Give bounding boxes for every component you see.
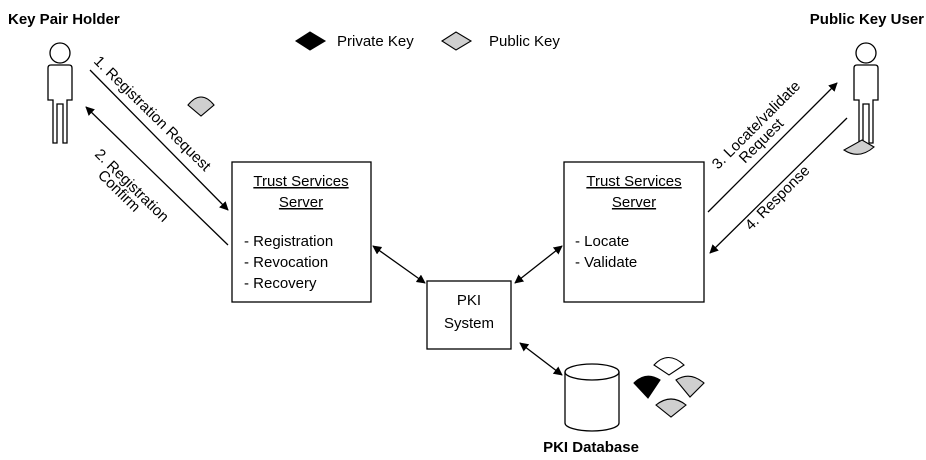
locate-validate-request-arrow	[707, 82, 838, 213]
right-server-title-line1: Trust Services	[586, 173, 681, 190]
left-server-function: - Registration	[244, 233, 333, 250]
public-key-icon	[187, 96, 215, 117]
public-key-legend-icon	[440, 31, 473, 51]
public-key-icon	[675, 375, 705, 398]
right-server-title-line2: Server	[612, 194, 656, 211]
left-server-title-line2: Server	[279, 194, 323, 211]
public-key-icon	[842, 139, 875, 155]
public-key-user-person-icon	[853, 42, 879, 144]
left-server-function: - Revocation	[244, 254, 328, 271]
public-key-icon	[655, 398, 687, 418]
right-server-function: - Validate	[575, 254, 637, 271]
pki-database-connector	[519, 342, 563, 376]
left-trust-services-server	[231, 161, 372, 303]
response-arrow	[709, 117, 848, 254]
left-server-pki-connector	[372, 245, 426, 284]
key-cluster	[633, 356, 705, 418]
pki-system-box	[426, 280, 512, 350]
key-icon	[653, 356, 685, 376]
legend-private-key-label: Private Key	[337, 33, 414, 50]
step4-label: 4. Response	[742, 162, 814, 234]
right-server-pki-connector	[514, 245, 563, 284]
pki-database-label: PKI Database	[543, 439, 639, 456]
legend-public-key-label: Public Key	[489, 33, 560, 50]
pki-system-label-line1: PKI	[457, 292, 481, 309]
registration-confirm-arrow	[85, 106, 229, 246]
legend: Private Key Public Key	[294, 31, 560, 51]
step3-label-line1: 3. Locate/validate	[709, 78, 804, 173]
public-key-user-title: Public Key User	[810, 11, 924, 28]
right-trust-services-server	[563, 161, 705, 303]
registration-request-arrow	[89, 69, 229, 211]
private-key-legend-icon	[294, 31, 327, 51]
left-server-function: - Recovery	[244, 275, 317, 292]
private-key-icon	[633, 375, 661, 399]
key-pair-holder-title: Key Pair Holder	[8, 11, 120, 28]
right-server-function: - Locate	[575, 233, 629, 250]
left-server-title-line1: Trust Services	[253, 173, 348, 190]
pki-database-icon	[564, 363, 620, 432]
pki-system-label-line2: System	[444, 315, 494, 332]
key-pair-holder-person-icon	[47, 42, 73, 144]
